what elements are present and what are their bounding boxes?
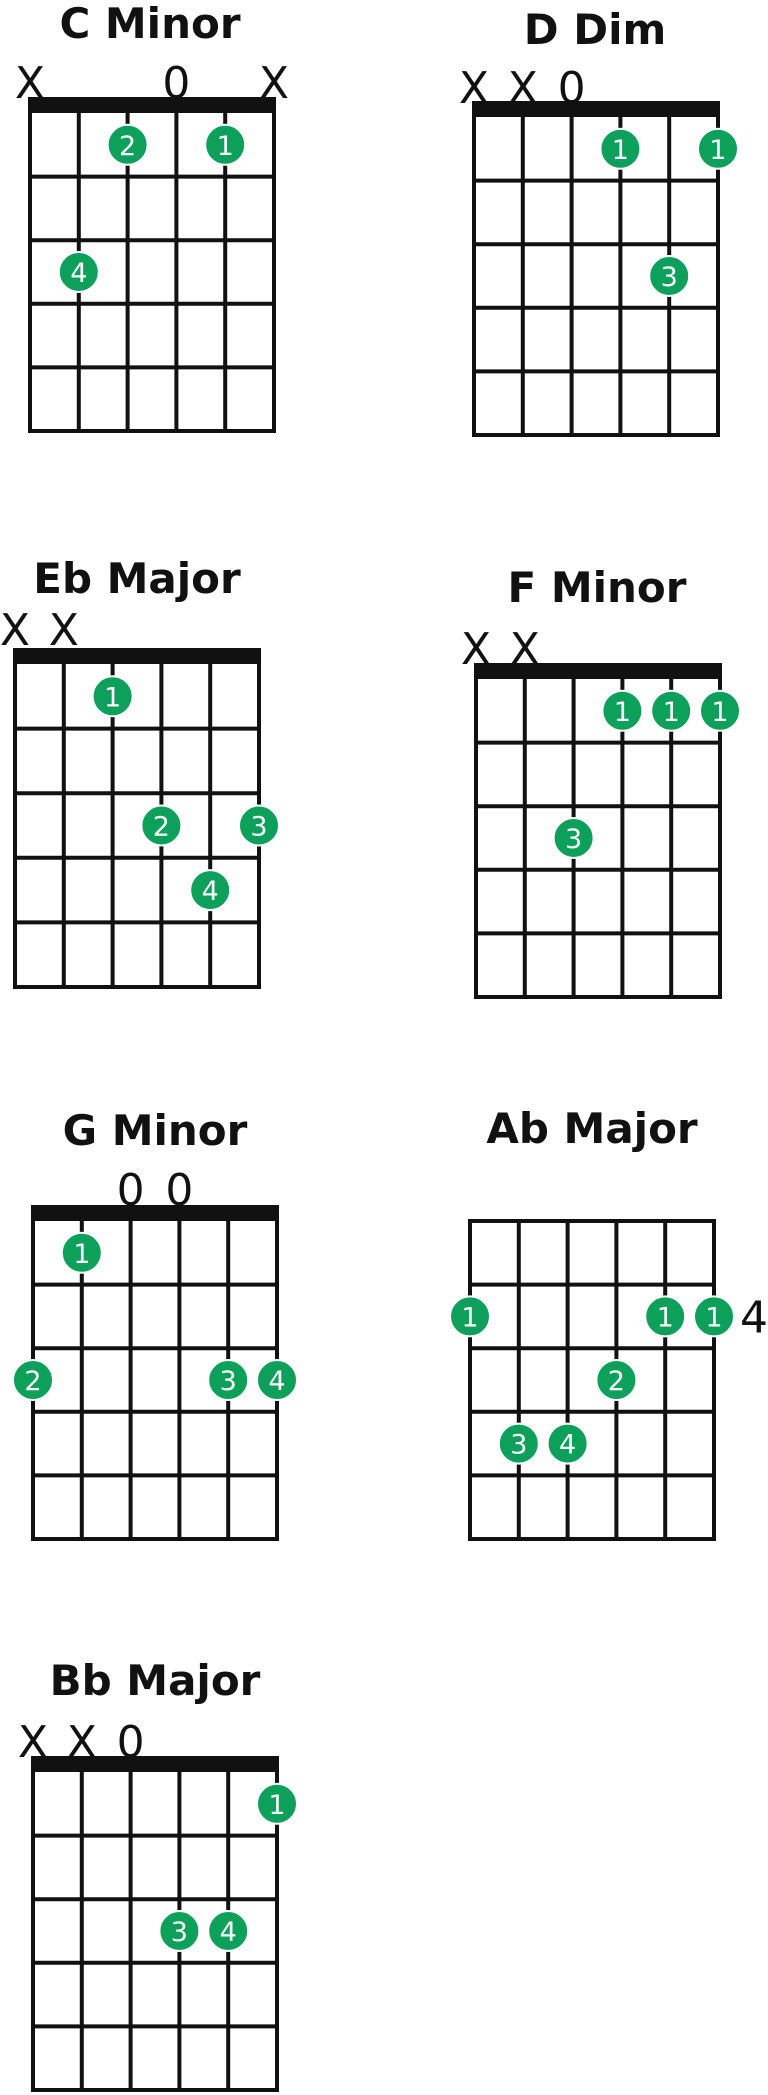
finger-dot: 3 bbox=[238, 804, 280, 847]
finger-dot: 2 bbox=[140, 804, 183, 847]
finger-number: 1 bbox=[614, 697, 631, 728]
muted-string-mark: X bbox=[0, 605, 30, 656]
finger-number: 1 bbox=[268, 1790, 285, 1821]
finger-number: 2 bbox=[153, 812, 170, 843]
finger-number: 3 bbox=[510, 1430, 527, 1461]
finger-number: 3 bbox=[565, 824, 582, 855]
nut-bar bbox=[31, 1756, 279, 1772]
open-string-mark: 0 bbox=[558, 63, 586, 114]
muted-string-mark: X bbox=[18, 1717, 48, 1768]
nut-bar bbox=[31, 1205, 279, 1221]
muted-string-mark: X bbox=[459, 63, 489, 114]
finger-number: 1 bbox=[217, 131, 234, 162]
nut-bar bbox=[28, 97, 276, 113]
muted-string-mark: X bbox=[461, 624, 491, 675]
finger-dot: 1 bbox=[699, 689, 741, 732]
muted-string-mark: X bbox=[510, 624, 540, 675]
nut-bar bbox=[474, 663, 722, 679]
chord-title: Eb Major bbox=[33, 554, 241, 603]
chord-title: C Minor bbox=[59, 0, 240, 48]
finger-number: 1 bbox=[73, 1239, 90, 1270]
open-string-mark: 0 bbox=[165, 1165, 193, 1216]
fret-position-number: 4 bbox=[740, 1292, 768, 1343]
finger-number: 4 bbox=[70, 258, 87, 289]
muted-string-mark: X bbox=[67, 1717, 97, 1768]
finger-dot: 3 bbox=[158, 1910, 201, 1952]
muted-string-mark: X bbox=[49, 605, 79, 656]
finger-dot: 2 bbox=[106, 123, 149, 166]
chord-title: Ab Major bbox=[486, 1104, 698, 1153]
finger-number: 1 bbox=[711, 697, 728, 728]
finger-dot: 3 bbox=[497, 1422, 540, 1465]
finger-number: 1 bbox=[709, 135, 726, 166]
finger-dot: 2 bbox=[595, 1359, 638, 1401]
finger-dot: 3 bbox=[552, 817, 595, 859]
finger-number: 1 bbox=[461, 1302, 478, 1333]
finger-dot: 4 bbox=[546, 1422, 589, 1465]
finger-dot: 1 bbox=[256, 1782, 298, 1825]
finger-dot: 4 bbox=[207, 1910, 250, 1952]
finger-number: 2 bbox=[608, 1366, 625, 1397]
finger-number: 1 bbox=[657, 1302, 674, 1333]
finger-dot: 1 bbox=[644, 1295, 687, 1338]
finger-number: 1 bbox=[612, 135, 629, 166]
finger-number: 1 bbox=[663, 697, 680, 728]
finger-number: 1 bbox=[705, 1302, 722, 1333]
finger-number: 4 bbox=[202, 876, 219, 907]
finger-number: 3 bbox=[661, 262, 678, 293]
finger-number: 4 bbox=[220, 1917, 237, 1948]
nut-bar bbox=[472, 101, 720, 117]
finger-dot: 3 bbox=[207, 1359, 250, 1401]
finger-dot: 4 bbox=[57, 251, 100, 293]
finger-number: 3 bbox=[171, 1917, 188, 1948]
finger-dot: 1 bbox=[650, 689, 693, 732]
finger-number: 1 bbox=[104, 682, 121, 713]
open-string-mark: 0 bbox=[117, 1717, 145, 1768]
finger-dot: 1 bbox=[60, 1231, 103, 1274]
muted-string-mark: X bbox=[259, 58, 289, 109]
finger-dot: 4 bbox=[256, 1359, 298, 1401]
finger-dot: 2 bbox=[12, 1359, 54, 1401]
finger-dot: 1 bbox=[693, 1295, 735, 1338]
finger-number: 3 bbox=[250, 812, 267, 843]
finger-dot: 1 bbox=[601, 689, 644, 732]
chord-title: Bb Major bbox=[50, 1656, 261, 1705]
nut-bar bbox=[13, 648, 261, 664]
finger-number: 2 bbox=[24, 1366, 41, 1397]
finger-dot: 1 bbox=[599, 127, 642, 170]
finger-number: 2 bbox=[119, 131, 136, 162]
finger-dot: 1 bbox=[91, 675, 134, 718]
finger-number: 3 bbox=[220, 1366, 237, 1397]
chord-title: G Minor bbox=[63, 1106, 248, 1155]
muted-string-mark: X bbox=[508, 63, 538, 114]
finger-number: 4 bbox=[559, 1430, 576, 1461]
chord-title: D Dim bbox=[524, 5, 667, 54]
open-string-mark: 0 bbox=[162, 58, 190, 109]
finger-dot: 4 bbox=[189, 869, 232, 912]
muted-string-mark: X bbox=[15, 58, 45, 109]
finger-dot: 1 bbox=[204, 123, 247, 166]
open-string-mark: 0 bbox=[117, 1165, 145, 1216]
finger-dot: 1 bbox=[697, 127, 739, 170]
finger-dot: 3 bbox=[648, 255, 691, 297]
chord-title: F Minor bbox=[508, 563, 687, 612]
finger-number: 4 bbox=[268, 1366, 285, 1397]
finger-dot: 1 bbox=[449, 1295, 491, 1338]
